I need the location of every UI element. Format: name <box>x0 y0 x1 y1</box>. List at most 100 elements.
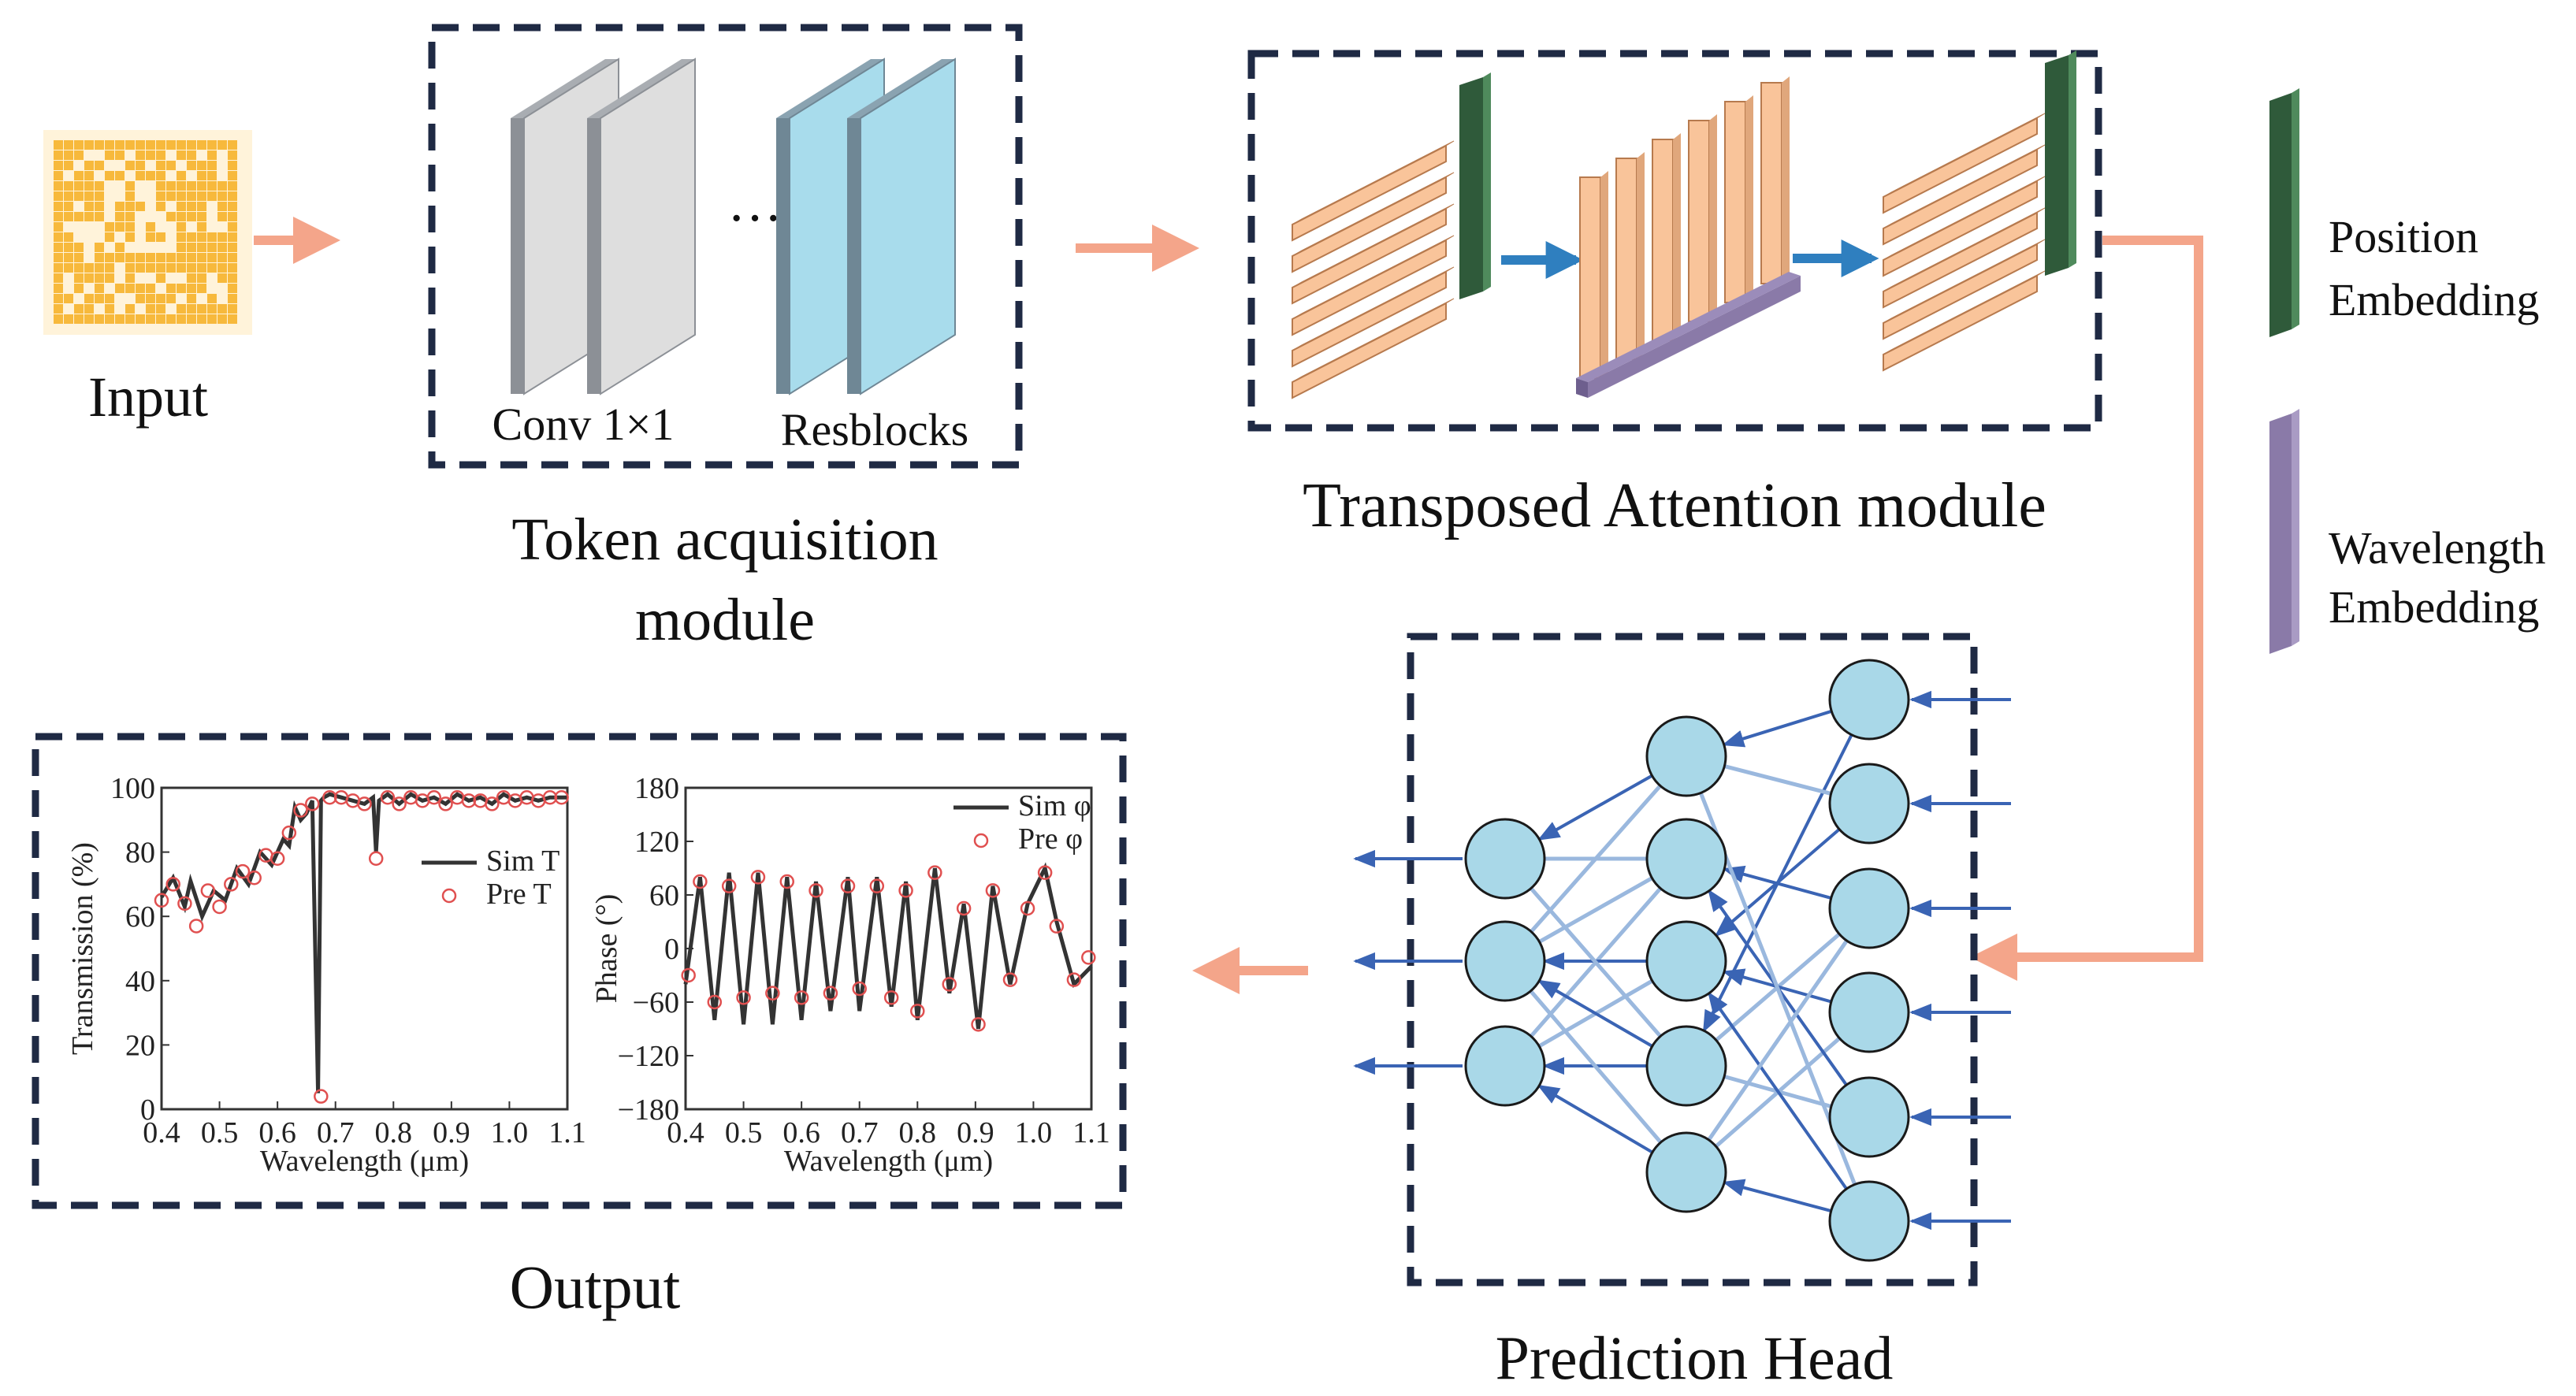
neuron-layer-2 <box>1645 1131 1727 1213</box>
legend-label: Pre T <box>486 878 552 911</box>
transposed-token-side <box>1600 171 1608 378</box>
neuron-layer-2 <box>1645 1025 1727 1107</box>
input-pixel <box>177 232 186 242</box>
input-pixel <box>115 253 125 262</box>
input-pixel <box>228 253 237 262</box>
input-pixel <box>115 243 125 252</box>
input-pixel <box>95 202 104 211</box>
input-pixel <box>197 161 206 170</box>
x-tick-label: 1.1 <box>548 1116 586 1149</box>
legend-label: Sim φ <box>1018 789 1091 822</box>
input-pixel <box>105 263 114 273</box>
input-pixel <box>187 212 196 221</box>
series-marker-pre <box>165 877 180 892</box>
series-marker-pre <box>1037 865 1053 880</box>
network-connection <box>1537 979 1653 1048</box>
y-tick-label: −60 <box>633 986 679 1019</box>
input-pixel <box>197 243 206 252</box>
input-pixel <box>125 314 135 324</box>
input-pixel <box>95 140 104 150</box>
y-tick-label: 80 <box>125 837 155 870</box>
input-pixel <box>105 273 114 283</box>
network-connection <box>1530 886 1662 1038</box>
series-marker-pre <box>542 789 558 805</box>
input-pixel <box>64 314 73 324</box>
legend-label: Sim T <box>486 845 559 878</box>
input-pixel <box>228 181 237 191</box>
input-pixel <box>156 161 165 170</box>
input-pixel <box>166 284 176 293</box>
legend-marker-swatch <box>973 833 989 848</box>
input-pixel <box>136 171 145 180</box>
input-pixel <box>115 284 125 293</box>
input-pixel <box>217 314 227 324</box>
token-bar-top <box>1292 298 1455 383</box>
input-pixel <box>54 202 63 211</box>
token-stack-right <box>1883 113 2046 372</box>
series-line-sim <box>159 792 567 1093</box>
transposed-token-bar <box>1688 120 1710 322</box>
input-pixel <box>146 150 155 160</box>
network-neurons <box>1464 659 1910 1262</box>
input-pixel <box>54 140 63 150</box>
input-pixel <box>64 294 73 303</box>
y-tick-label: 0 <box>664 933 679 966</box>
input-pixel <box>156 263 165 273</box>
series-marker-pre <box>693 874 708 889</box>
x-tick-label: 0.4 <box>667 1116 704 1149</box>
input-pixel <box>197 191 206 201</box>
input-pixel <box>125 284 135 293</box>
y-tick-label: 20 <box>125 1029 155 1062</box>
input-pixel <box>197 222 206 232</box>
input-pixel <box>228 140 237 150</box>
input-pixel <box>84 212 94 221</box>
input-pixel <box>177 191 186 201</box>
x-tick-label: 0.8 <box>375 1116 413 1149</box>
position-embedding-label-line1: Position <box>2329 211 2478 262</box>
series-marker-pre <box>852 981 867 997</box>
x-axis-label: Wavelength (μm) <box>260 1145 469 1178</box>
input-pixel <box>125 304 135 314</box>
series-marker-pre <box>840 878 856 893</box>
series-marker-pre <box>269 851 285 867</box>
input-pixel <box>74 140 84 150</box>
input-pixel <box>187 253 196 262</box>
token-stack-transposed <box>1579 76 1790 379</box>
series-line-sim <box>683 862 1093 1030</box>
series-marker-pre <box>985 883 1001 898</box>
series-marker-pre <box>380 789 396 805</box>
input-pixel <box>177 202 186 211</box>
input-pixel <box>187 273 196 283</box>
input-pixel <box>54 263 63 273</box>
x-tick-label: 0.4 <box>143 1116 180 1149</box>
input-pixel <box>54 161 63 170</box>
neuron-layer-3 <box>1828 1076 1910 1158</box>
input-pixel <box>166 294 176 303</box>
input-pixel <box>187 202 196 211</box>
input-pixel <box>207 191 217 201</box>
input-pixel <box>136 253 145 262</box>
token-bar-top <box>1292 172 1455 257</box>
conv-label: Conv 1×1 <box>493 399 675 450</box>
input-pixel <box>125 161 135 170</box>
series-marker-pre <box>314 1089 329 1104</box>
series-marker-pre <box>247 870 262 885</box>
x-tick-label: 0.9 <box>957 1116 994 1149</box>
x-tick-label: 0.7 <box>841 1116 879 1149</box>
input-pixel <box>64 150 73 160</box>
input-pixel <box>197 181 206 191</box>
input-pixel <box>74 284 84 293</box>
input-pixel <box>228 273 237 283</box>
input-pixel <box>136 150 145 160</box>
legend-label: Pre φ <box>1018 822 1083 856</box>
input-pixel <box>64 263 73 273</box>
network-connection <box>1722 1179 1832 1213</box>
input-pixel <box>74 181 84 191</box>
input-pixel <box>125 140 135 150</box>
input-pixel <box>136 140 145 150</box>
input-pixel <box>146 222 155 232</box>
input-pixel <box>166 314 176 324</box>
y-tick-label: 180 <box>634 772 679 805</box>
